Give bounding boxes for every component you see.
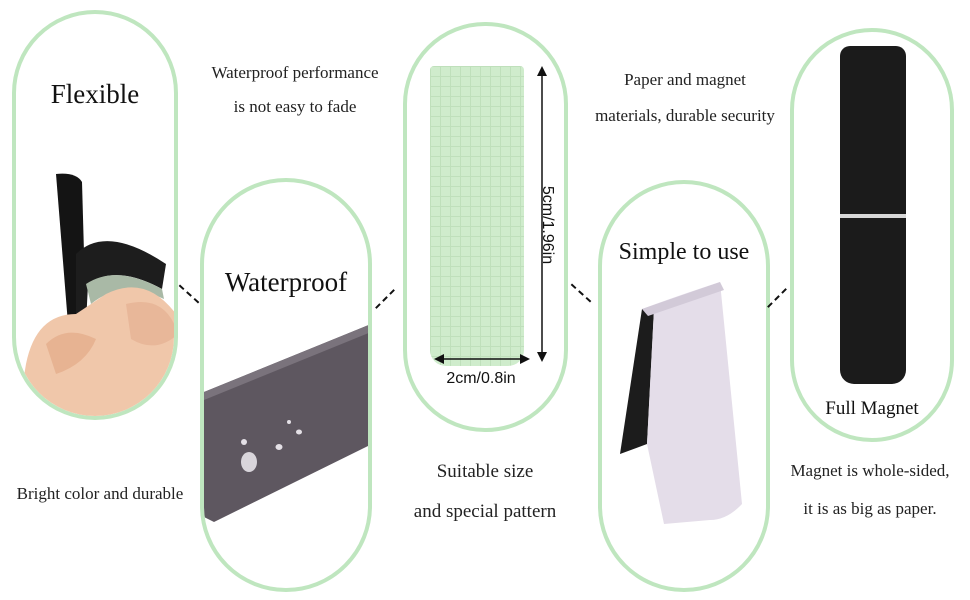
connector-3 [570, 283, 592, 303]
caption-waterproof: Waterproof performance is not easy to fa… [211, 63, 379, 116]
flexible-bookmark-hand-photo [17, 173, 174, 416]
panel-magnet-title: Full Magnet [825, 398, 919, 419]
panel-size: 5cm/1.96in 2cm/0.8in [403, 22, 568, 432]
caption-whole: Magnet is whole-sided, it is as big as p… [790, 461, 950, 518]
panel-waterproof-title: Waterproof [224, 267, 348, 297]
connector-4 [767, 288, 787, 308]
green-bookmark [430, 66, 524, 366]
panel-magnet: Full Magnet [790, 28, 954, 442]
caption-paper: Paper and magnet materials, durable secu… [595, 70, 775, 125]
panel-flexible-title: Flexible [50, 79, 140, 109]
folded-bookmark-photo [620, 282, 742, 524]
height-arrow [537, 66, 547, 362]
bookmark-divider-line [840, 214, 906, 218]
caption-bright: Bright color and durable [16, 484, 184, 503]
panel-flexible: Flexible [12, 10, 178, 420]
width-measure-label: 2cm/0.8in [446, 370, 516, 387]
panel-simple-title: Simple to use [618, 239, 750, 265]
waterproof-bookmark-photo [204, 325, 368, 522]
height-measure-label: 5cm/1.96in [539, 185, 556, 265]
connector-2 [375, 289, 395, 309]
panel-waterproof: Waterproof [200, 178, 372, 592]
panel-simple: Simple to use [598, 180, 770, 592]
connector-1 [178, 284, 200, 304]
caption-suitable: Suitable size and special pattern [413, 461, 557, 522]
width-arrow [434, 354, 530, 364]
